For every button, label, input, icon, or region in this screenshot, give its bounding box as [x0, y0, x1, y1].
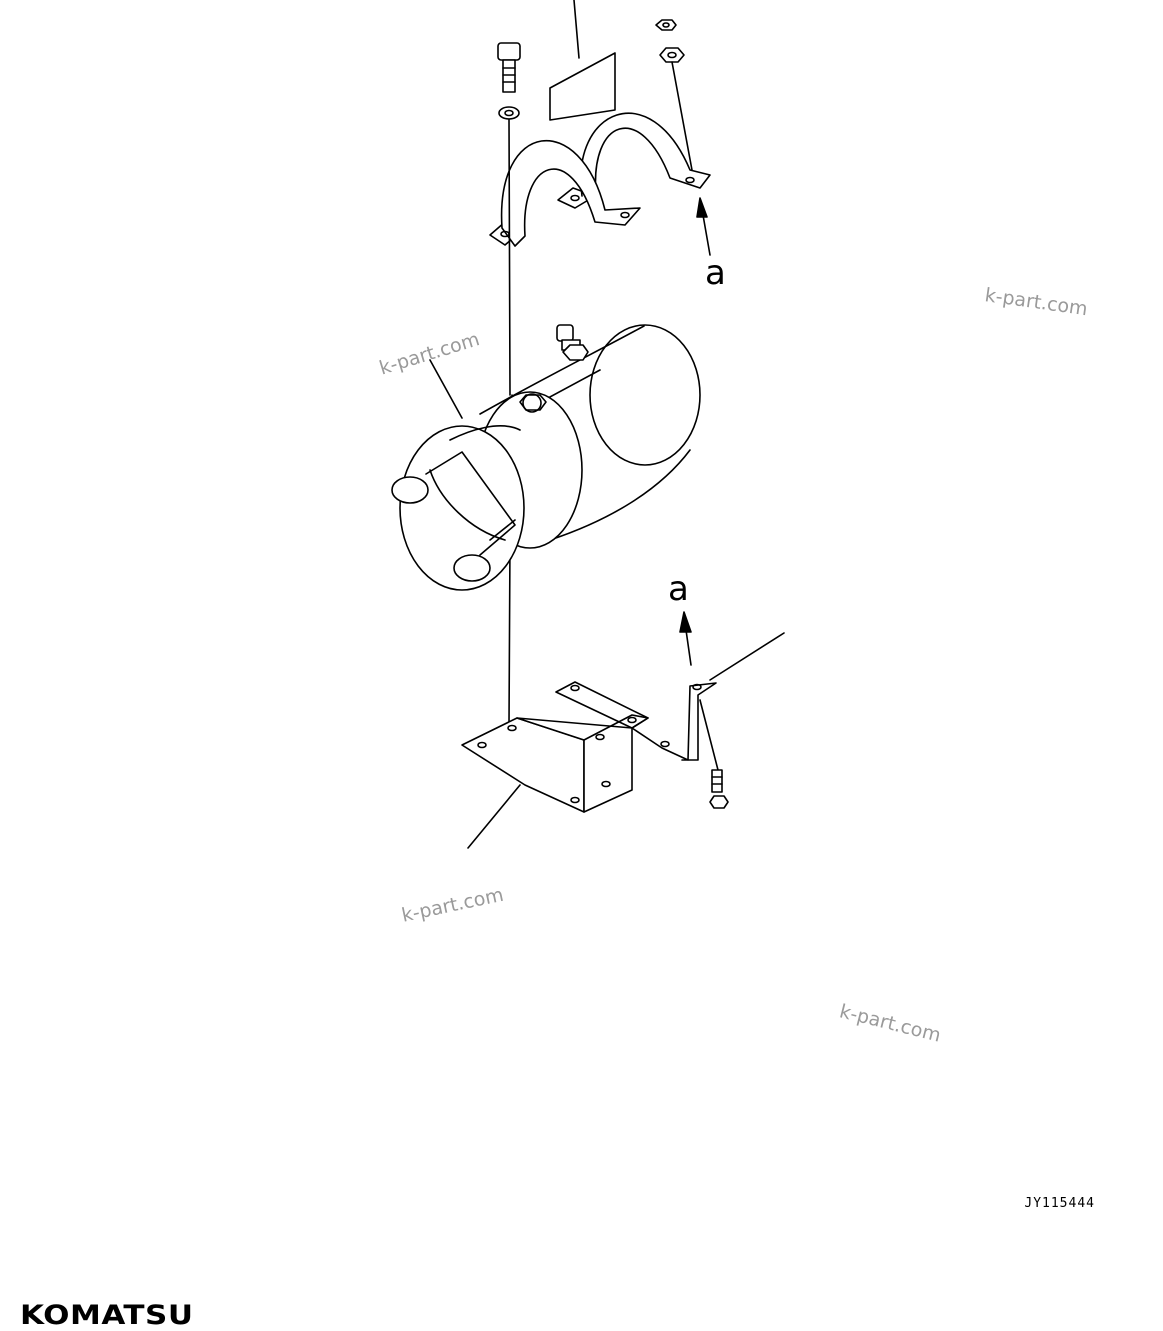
- callout-label-lower: a: [668, 569, 689, 609]
- bolt-lower: [700, 700, 728, 808]
- top-leader-line: [574, 0, 579, 58]
- mount-plate-upper: [550, 53, 615, 120]
- motor-leader-line: [430, 360, 462, 418]
- bolt-upper: [498, 43, 520, 119]
- nuts-upper: [656, 20, 692, 170]
- mounting-bracket: [462, 682, 716, 812]
- bracket-leader-lines: [468, 633, 784, 848]
- callout-arrow-lower: [680, 612, 691, 665]
- band-clamp-front: [490, 141, 640, 246]
- callout-label-upper: a: [705, 253, 726, 293]
- brand-logo: KOMATSU: [20, 1300, 194, 1331]
- drawing-code: JY115444: [1024, 1196, 1095, 1211]
- callout-arrow-upper: [697, 198, 710, 255]
- breather-fitting: [557, 325, 588, 360]
- electric-motor: [392, 325, 700, 590]
